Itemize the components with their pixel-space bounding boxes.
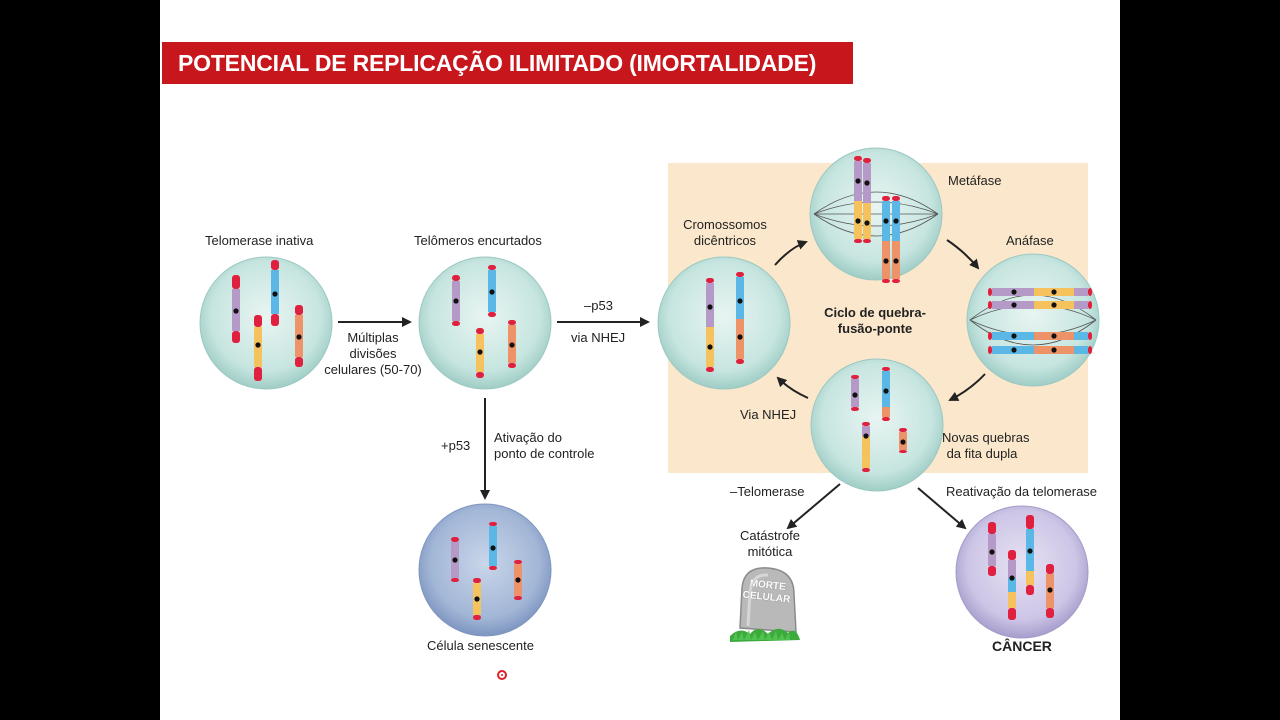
chromosome-14 [988, 288, 1092, 296]
chromosome-18 [851, 375, 859, 411]
chromosome-8 [706, 278, 714, 372]
label-mitotic-catastrophe: Catástrofe mitótica [740, 528, 800, 559]
label-checkpoint-activation: Ativação do ponto de controle [494, 430, 595, 461]
label-breakage-fusion-bridge-cycle: Ciclo de quebra- fusão-ponte [824, 305, 926, 336]
chromosome-2 [254, 315, 262, 381]
chromosome-16 [988, 332, 1092, 340]
chromosome-29 [1046, 564, 1054, 618]
cell-dicentric [657, 256, 791, 390]
arrow-to-new-breaks [948, 373, 986, 401]
chromosome-28 [1008, 550, 1016, 620]
chromosome-12 [882, 196, 890, 283]
chromosome-26 [988, 522, 996, 576]
arrow-to-anaphase [946, 239, 980, 270]
label-senescent-cell: Célula senescente [427, 638, 534, 653]
chromosome-3 [295, 305, 303, 367]
chromosome-17 [988, 346, 1092, 354]
label-anaphase: Anáfase [1006, 233, 1054, 248]
cell-new-breaks [810, 358, 944, 492]
chromosome-6 [476, 328, 484, 378]
label-minus-telomerase: –Telomerase [730, 484, 805, 499]
cell-telomerase-inactive [199, 256, 333, 390]
label-new-double-strand-breaks: Novas quebras da fita dupla [942, 430, 1030, 461]
chromosome-11 [863, 158, 871, 243]
chromosome-15 [988, 301, 1092, 309]
label-via-nhej-right: via NHEJ [571, 330, 626, 345]
chromosome-20 [862, 422, 870, 472]
chromosome-22 [451, 537, 459, 582]
arrow-minus-telomerase [786, 483, 841, 530]
chromosome-7 [508, 320, 516, 368]
chromosome-25 [514, 560, 522, 600]
cell-cancer [955, 505, 1089, 639]
chromosome-4 [452, 275, 460, 326]
chromosome-5 [488, 265, 496, 317]
label-minus-p53: –p53 [584, 298, 613, 313]
chromosomes [232, 156, 1092, 620]
chromosome-10 [854, 156, 862, 243]
arrow-to-metaphase [774, 240, 808, 266]
chromosome-23 [489, 522, 497, 570]
chromosome-21 [899, 428, 907, 453]
label-dicentric-chromosomes: Cromossomos dicêntricos [683, 217, 767, 248]
chromosome-9 [736, 272, 744, 364]
chromosome-27 [1026, 515, 1034, 595]
chromosome-0 [232, 275, 240, 343]
label-cancer: CÂNCER [992, 638, 1052, 654]
label-shortened-telomeres: Telômeros encurtados [414, 233, 542, 248]
chromosome-1 [271, 260, 279, 326]
slide-title: POTENCIAL DE REPLICAÇÃO ILIMITADO (IMORT… [162, 42, 853, 84]
arrow-via-nhej [776, 376, 809, 399]
tombstone-icon [730, 567, 800, 642]
label-telomerase-inactive: Telomerase inativa [205, 233, 314, 248]
cell-shortened-telomeres [418, 256, 552, 390]
chromosome-24 [473, 578, 481, 620]
chromosome-13 [892, 196, 900, 283]
metaphase-spindle [813, 191, 939, 237]
arrow-telomerase-reactivation [917, 487, 967, 530]
label-multiple-divisions: Múltiplas divisões celulares (50-70) [324, 330, 422, 377]
label-metaphase: Metáfase [948, 173, 1002, 188]
cell-anaphase [966, 253, 1100, 387]
label-telomerase-reactivation: Reativação da telomerase [946, 484, 1098, 499]
laser-pointer-icon [497, 670, 507, 680]
label-via-nhej-left: Via NHEJ [740, 407, 797, 422]
cell-senescent [418, 503, 552, 637]
chromosome-19 [882, 367, 890, 421]
label-plus-p53: +p53 [441, 438, 471, 453]
